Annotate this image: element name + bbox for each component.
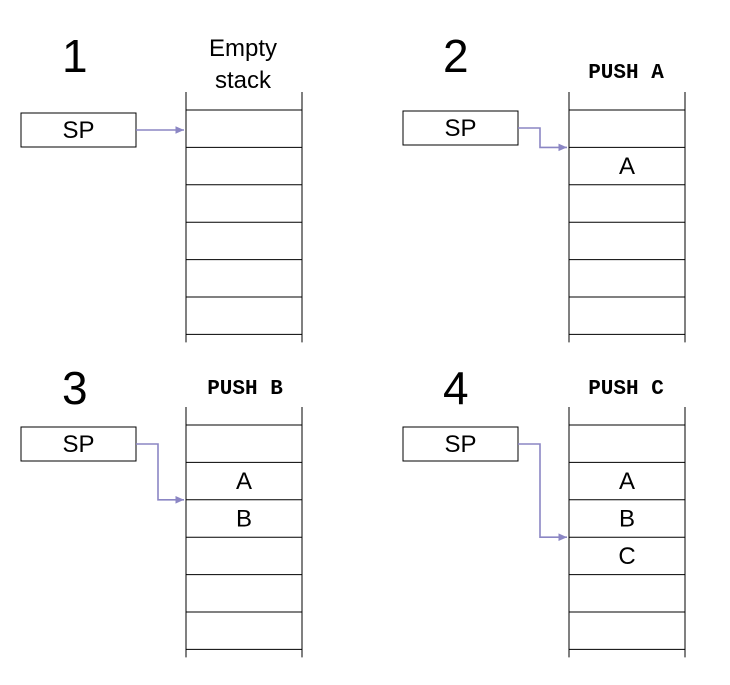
sp-pointer-arrow [136,443,184,504]
sp-label: SP [444,115,476,142]
instruction-label: PUSH C [588,378,664,401]
sp-box [20,426,137,462]
sp-label: SP [444,431,476,458]
stack-cell-value: A [619,468,635,495]
stack-cell-value: A [236,468,252,495]
sp-box [402,426,519,462]
stack-cell-value: A [619,153,635,180]
step-number: 2 [443,30,469,82]
step-number: 3 [62,362,88,414]
caption-line: Empty [209,35,277,62]
step-number: 1 [62,30,88,82]
stack-panel-3: 3 PUSH B AB SP [20,362,303,658]
stack-cell-value: B [619,506,635,533]
stack-cell-value: C [618,543,635,570]
sp-label: SP [62,117,94,144]
step-number: 4 [443,362,469,414]
stack-cell-value: B [236,506,252,533]
instruction-label: PUSH A [588,62,664,85]
instruction-label: PUSH B [207,378,283,401]
sp-label: SP [62,431,94,458]
sp-pointer-arrow [518,443,567,542]
sp-pointer-arrow [518,127,567,152]
caption-line: stack [215,67,272,94]
stack-panel-4: 4 PUSH C ABC SP [402,362,686,658]
sp-box [402,110,519,146]
